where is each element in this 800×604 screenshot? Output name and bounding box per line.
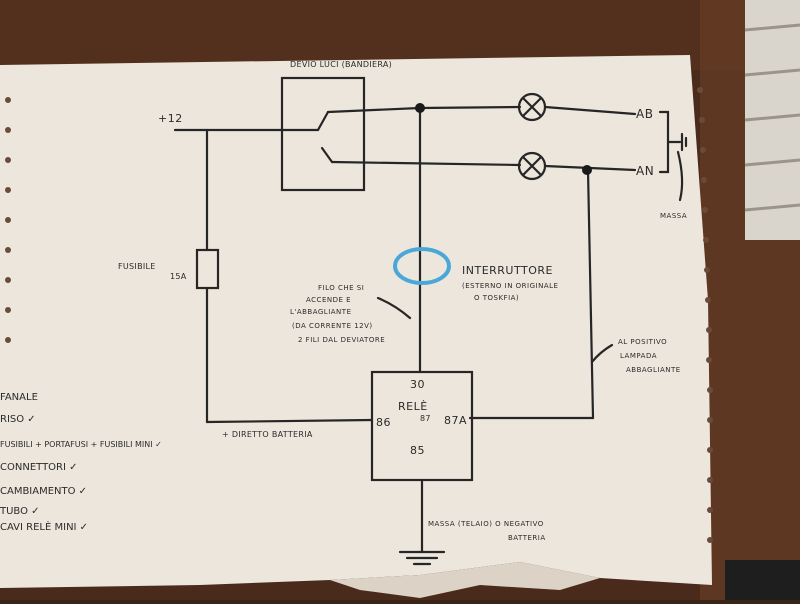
- switch-lever-top: [316, 110, 330, 132]
- filo-arrow: [376, 296, 412, 320]
- paper-torn-edge: [330, 562, 600, 598]
- relay-label: RELÈ: [398, 400, 428, 413]
- feed-holes-right: [697, 87, 713, 543]
- checklist-item: FUSIBILI + PORTAFUSI + FUSIBILI MINI ✓: [0, 440, 162, 449]
- feed-holes-left: [5, 97, 11, 343]
- interruttore-note-1: (ESTERNO IN ORIGINALE: [462, 282, 559, 290]
- switch-box: [280, 76, 366, 192]
- relay-pin-85: 85: [410, 444, 425, 457]
- lamp-top-symbol: [517, 92, 547, 122]
- filo-note-2: ACCENDE E: [306, 296, 352, 304]
- filo-note-4: (DA CORRENTE 12V): [292, 322, 373, 330]
- checklist-item: FANALE: [0, 392, 38, 403]
- battery-label: + DIRETTO BATTERIA: [222, 430, 313, 439]
- checklist-item: RISO ✓: [0, 414, 36, 425]
- interruttore-blue-circle: [393, 247, 451, 285]
- supply-label: +12: [158, 112, 183, 125]
- lamp-bottom-symbol: [517, 151, 547, 181]
- wire-87: [586, 168, 595, 420]
- relay-pin-87: 87: [420, 414, 431, 423]
- relay-pin-86: 86: [376, 416, 391, 429]
- paper-sheet: [0, 55, 712, 588]
- massa-right-label: MASSA: [660, 212, 688, 220]
- ground-label-1: MASSA (TELAIO) O NEGATIVO: [428, 520, 544, 528]
- junction-right: [582, 165, 592, 175]
- checklist-item: CAMBIAMENTO ✓: [0, 486, 88, 497]
- filo-note-3: L'ABBAGLIANTE: [290, 308, 352, 316]
- fuse-label: FUSIBILE: [118, 262, 156, 271]
- positivo-note-1: AL POSITIVO: [618, 338, 668, 346]
- output-an-label: AN: [636, 164, 655, 178]
- positivo-note-3: ABBAGLIANTE: [626, 366, 681, 374]
- relay-pin-87a: 87A: [444, 414, 468, 427]
- ground-label-2: BATTERIA: [508, 534, 546, 542]
- fuse-rating: 15A: [170, 272, 187, 281]
- wire-86: [205, 418, 374, 424]
- positivo-note-2: LAMPADA: [620, 352, 658, 360]
- filo-note-1: FILO CHE SI: [318, 284, 365, 292]
- switch-label: DEVIO LUCI (BANDIERA): [290, 60, 393, 69]
- positivo-arrow: [590, 343, 614, 364]
- checklist-item: TUBO ✓: [0, 506, 40, 517]
- output-ab-label: AB: [636, 107, 654, 121]
- filo-note-5: 2 FILI DAL DEVIATORE: [298, 336, 386, 344]
- interruttore-title: INTERRUTTORE: [462, 264, 553, 277]
- checklist-item: CONNETTORI ✓: [0, 462, 78, 473]
- interruttore-note-2: O TOSKFIA): [474, 294, 520, 302]
- checklist-item: CAVI RELÈ MINI ✓: [0, 522, 89, 533]
- switch-lever-bottom: [320, 146, 334, 164]
- relay-pin-30: 30: [410, 378, 425, 391]
- dark-object: [725, 560, 800, 600]
- massa-arrow: [676, 150, 684, 202]
- junction-top: [415, 103, 425, 113]
